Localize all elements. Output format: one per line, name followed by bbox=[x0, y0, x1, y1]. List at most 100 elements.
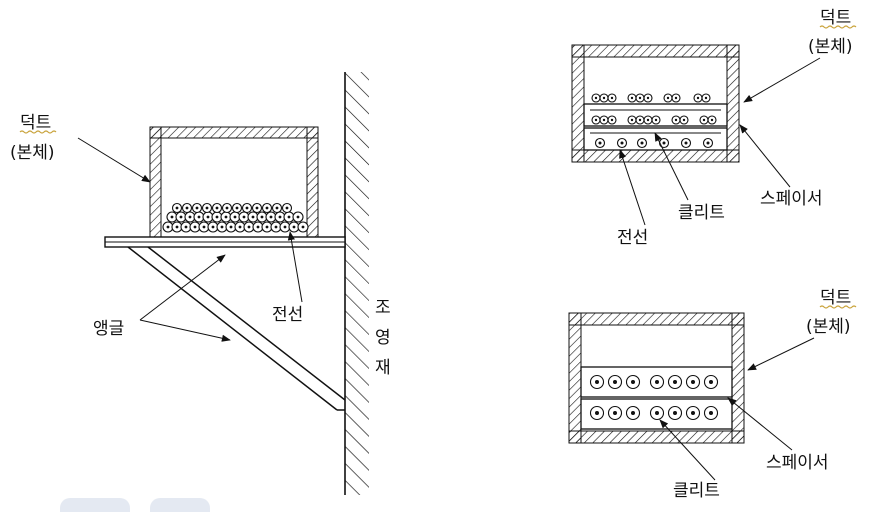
wire-core bbox=[646, 118, 650, 122]
wire-core bbox=[188, 215, 192, 219]
wire-core bbox=[175, 206, 179, 210]
left-duct-label-top: 덕트 bbox=[20, 113, 51, 133]
top-right-figure: 덕트 (본체) 스페이서 클리트 전선 bbox=[571, 8, 857, 248]
wire-core bbox=[610, 118, 614, 122]
wire-core bbox=[247, 225, 251, 229]
wire-core bbox=[296, 215, 300, 219]
wire-core bbox=[666, 96, 670, 100]
wire-core bbox=[269, 215, 273, 219]
wire-core bbox=[655, 380, 659, 384]
wire-core bbox=[193, 225, 197, 229]
br-duct-label-top: 덕트 bbox=[820, 288, 851, 308]
wire-core bbox=[602, 118, 606, 122]
bottom-right-duct-body bbox=[568, 312, 745, 444]
tr-duct-label-top: 덕트 bbox=[820, 8, 851, 28]
left-wire-label: 전선 bbox=[272, 305, 303, 325]
br-cleat-label: 클리트 bbox=[673, 481, 720, 501]
left-figure: 덕트 (본체) 전선 앵글 조 영 재 bbox=[10, 72, 391, 495]
tr-duct-arrow bbox=[743, 57, 821, 103]
tr-wire-label: 전선 bbox=[617, 228, 648, 248]
watermark-shapes bbox=[60, 498, 210, 516]
br-spacer-upper bbox=[580, 366, 733, 398]
wire-core bbox=[682, 118, 686, 122]
wall bbox=[344, 72, 369, 495]
wire-core bbox=[224, 215, 228, 219]
wire-core bbox=[175, 225, 179, 229]
wire-core bbox=[283, 225, 287, 229]
wire-core bbox=[640, 141, 644, 145]
left-duct-body bbox=[149, 126, 319, 238]
wire-core bbox=[684, 141, 688, 145]
br-spacer-label: 스페이서 bbox=[766, 453, 829, 473]
wire-core bbox=[598, 141, 602, 145]
top-right-wires bbox=[591, 93, 717, 149]
tr-wire-arrow bbox=[619, 149, 646, 226]
left-angle-shelf bbox=[104, 236, 346, 248]
wire-core bbox=[205, 206, 209, 210]
wire-core bbox=[654, 118, 658, 122]
left-angle-label: 앵글 bbox=[93, 319, 124, 339]
br-spacer-arrow bbox=[727, 397, 793, 451]
wire-core bbox=[594, 118, 598, 122]
left-angle-arrow-shelf bbox=[139, 254, 226, 321]
wire-core bbox=[595, 411, 599, 415]
wire-core bbox=[206, 215, 210, 219]
left-wire-arrow bbox=[287, 231, 303, 303]
tr-spacer-label: 스페이서 bbox=[760, 189, 823, 209]
br-cleat-arrow bbox=[659, 419, 716, 481]
tr-duct-label-bottom: (본체) bbox=[808, 37, 853, 57]
wire-core bbox=[673, 411, 677, 415]
wire-core bbox=[274, 225, 278, 229]
br-duct-label-bottom: (본체) bbox=[806, 317, 851, 337]
wall-label-char-2: 영 bbox=[375, 328, 391, 348]
wire-core bbox=[285, 206, 289, 210]
wire-core bbox=[673, 380, 677, 384]
wire-core bbox=[631, 411, 635, 415]
wire-core bbox=[229, 225, 233, 229]
left-duct-arrow bbox=[77, 137, 151, 183]
bottom-right-figure: 덕트 (본체) 스페이서 클리트 bbox=[568, 288, 857, 501]
wire-core bbox=[638, 96, 642, 100]
wire-core bbox=[646, 96, 650, 100]
wire-core bbox=[260, 215, 264, 219]
left-angle-arrow-brace bbox=[139, 319, 231, 342]
tr-spacer-arrow bbox=[739, 124, 791, 188]
tr-cleat-arrow bbox=[654, 132, 689, 201]
wire-core bbox=[251, 215, 255, 219]
wire-core bbox=[691, 411, 695, 415]
wire-core bbox=[292, 225, 296, 229]
top-right-duct-body bbox=[571, 44, 740, 163]
wire-core bbox=[185, 206, 189, 210]
wire-core bbox=[211, 225, 215, 229]
wire-core bbox=[709, 411, 713, 415]
wire-core bbox=[197, 215, 201, 219]
left-angle-brace bbox=[127, 246, 346, 411]
br-spacer-lower bbox=[580, 398, 733, 430]
bottom-right-wires bbox=[589, 374, 719, 421]
wire-core bbox=[662, 141, 666, 145]
br-duct-arrow bbox=[747, 337, 815, 371]
wire-core bbox=[710, 118, 714, 122]
wire-core bbox=[195, 206, 199, 210]
wire-core bbox=[287, 215, 291, 219]
wire-core bbox=[184, 225, 188, 229]
wire-core bbox=[166, 225, 170, 229]
wire-core bbox=[613, 380, 617, 384]
wire-core bbox=[674, 118, 678, 122]
wire-core bbox=[655, 411, 659, 415]
wire-core bbox=[255, 206, 259, 210]
wire-core bbox=[265, 206, 269, 210]
wire-core bbox=[202, 225, 206, 229]
wire-core bbox=[215, 206, 219, 210]
wire-core bbox=[691, 380, 695, 384]
wire-core bbox=[275, 206, 279, 210]
wall-label-char-3: 재 bbox=[375, 358, 391, 378]
wire-core bbox=[220, 225, 224, 229]
wire-core bbox=[630, 118, 634, 122]
wire-core bbox=[170, 215, 174, 219]
wire-core bbox=[706, 141, 710, 145]
wire-core bbox=[242, 215, 246, 219]
wire-core bbox=[278, 215, 282, 219]
top-right-spacer-upper bbox=[583, 103, 728, 127]
